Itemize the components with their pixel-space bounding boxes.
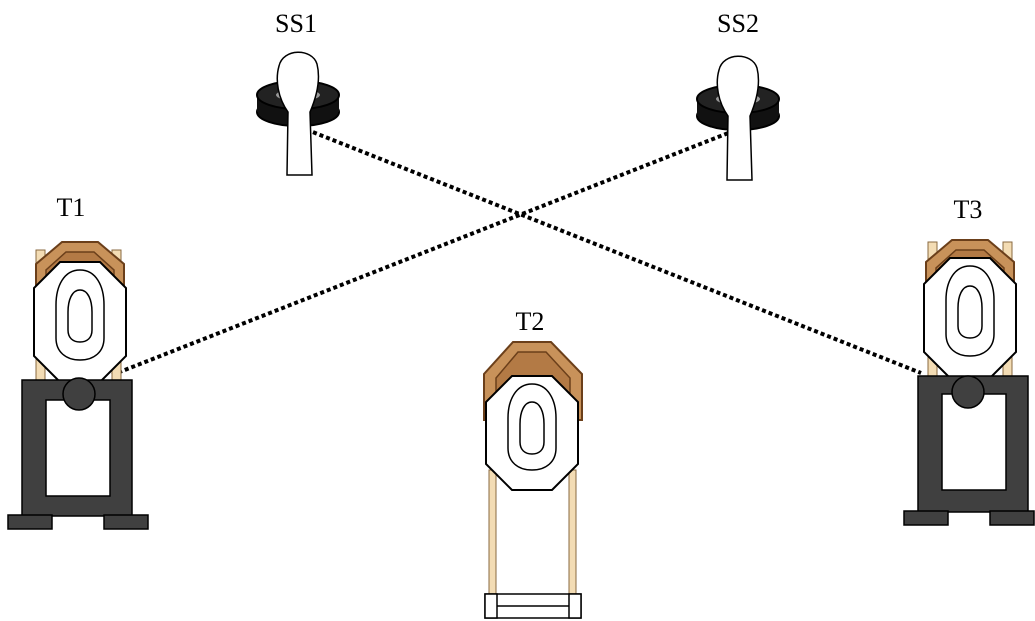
target-t1: T1 (7, 193, 149, 530)
line-of-fire-ss1-t3 (299, 125, 922, 375)
ss2-shooter-silhouette-icon (716, 55, 760, 181)
t3-steel-stand-icon (903, 375, 1035, 526)
t2-target-face-icon (485, 375, 579, 491)
shooting-station-ss2: SS2 (696, 9, 780, 181)
ss1-shooter-silhouette-icon (276, 51, 320, 176)
t3-label: T3 (954, 195, 983, 224)
target-t3: T3 (903, 195, 1035, 526)
t1-target-face-icon (33, 261, 127, 383)
t2-label: T2 (516, 307, 545, 336)
lines-of-fire (111, 125, 922, 377)
target-t2: T2 (483, 307, 583, 619)
t3-target-face-icon (923, 257, 1017, 379)
ss2-label: SS2 (717, 9, 759, 38)
ss1-label: SS1 (275, 9, 317, 38)
shooting-station-ss1: SS1 (256, 9, 340, 176)
line-of-fire-ss2-t1 (111, 126, 742, 377)
t2-base-frame-icon (484, 593, 582, 619)
t1-steel-stand-icon (7, 377, 149, 530)
t1-label: T1 (57, 193, 86, 222)
